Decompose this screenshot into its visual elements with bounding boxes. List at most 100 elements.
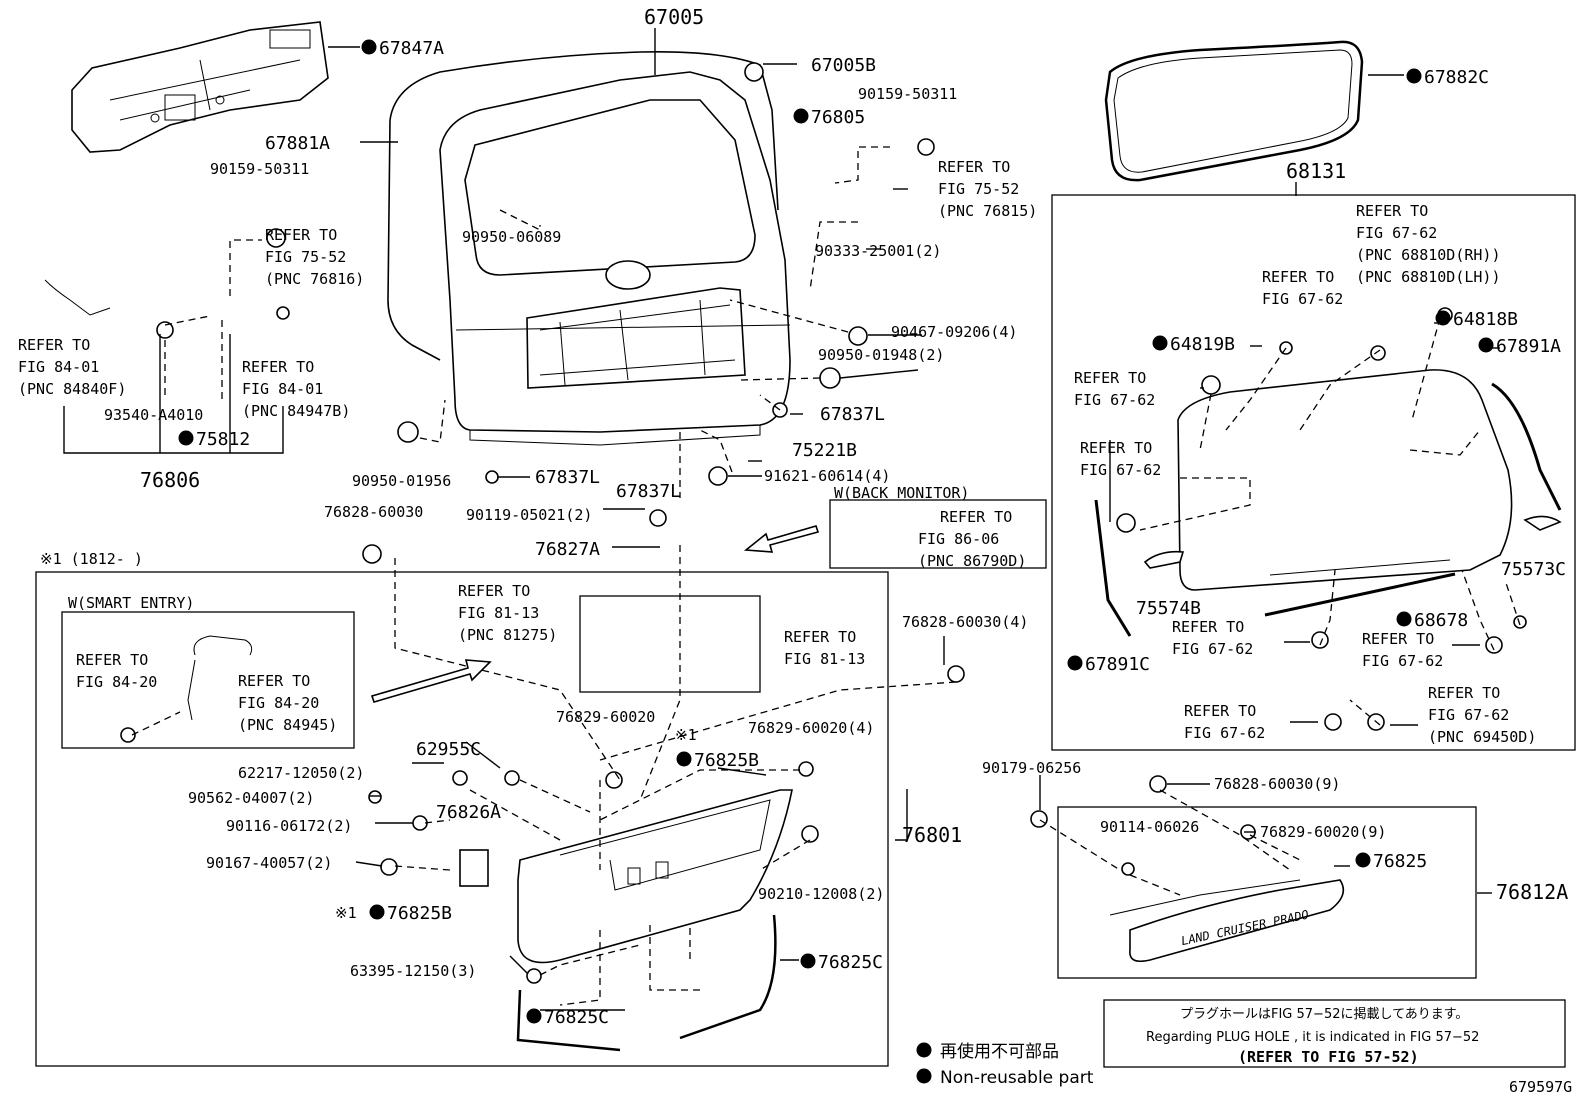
figure-id: 679597G xyxy=(1509,1078,1572,1096)
direction-arrows xyxy=(370,525,820,703)
label-75221B: 75221B xyxy=(792,440,857,461)
svg-text:FIG 67-62: FIG 67-62 xyxy=(1362,652,1443,670)
mark-1-a: ※1 xyxy=(675,726,697,744)
svg-text:FIG 67-62: FIG 67-62 xyxy=(1184,724,1265,742)
label-68131: 68131 xyxy=(1286,159,1346,183)
svg-text:REFER TO: REFER TO xyxy=(265,226,337,244)
svg-text:REFER TO: REFER TO xyxy=(238,672,310,690)
svg-text:REFER TO: REFER TO xyxy=(1428,684,1500,702)
label-91621-60614: 91621-60614(4) xyxy=(764,467,890,485)
svg-text:(PNC 84840F): (PNC 84840F) xyxy=(18,380,126,398)
label-76825C-b: 76825C xyxy=(544,1007,609,1028)
smart-entry-harness xyxy=(187,635,253,721)
back-monitor-title: W(BACK MONITOR) xyxy=(834,484,969,502)
garnish-wire xyxy=(1109,879,1301,916)
refer-note: REFER TO FIG 67-62 xyxy=(1362,630,1443,670)
smart-entry-title: W(SMART ENTRY) xyxy=(68,594,194,612)
svg-text:REFER TO: REFER TO xyxy=(1262,268,1334,286)
label-93540-A4010: 93540-A4010 xyxy=(104,406,203,424)
label-90114-06026: 90114-06026 xyxy=(1100,818,1199,836)
label-90119-05021: 90119-05021(2) xyxy=(466,506,592,524)
luggage-trim-part xyxy=(71,21,329,153)
label-90950-01948: 90950-01948(2) xyxy=(818,346,944,364)
label-90159-50311-b: 90159-50311 xyxy=(210,160,309,178)
svg-text:(PNC 86790D): (PNC 86790D) xyxy=(918,552,1026,570)
nonreusable-dot xyxy=(916,1068,932,1084)
refer-note: REFER TO FIG 75-52 (PNC 76815) xyxy=(938,158,1037,220)
svg-text:(PNC 84945): (PNC 84945) xyxy=(238,716,337,734)
note-line-en: Regarding PLUG HOLE , it is indicated in… xyxy=(1146,1030,1479,1045)
refer-note: REFER TO FIG 84-01 (PNC 84840F) xyxy=(18,336,126,398)
svg-text:REFER TO: REFER TO xyxy=(1184,702,1256,720)
legend-en: Non-reusable part xyxy=(940,1068,1094,1088)
refer-note: REFER TO FIG 67-62 (PNC 68810D(RH)) (PNC… xyxy=(1356,202,1501,286)
label-76829-60020: 76829-60020 xyxy=(556,708,655,726)
label-76826A: 76826A xyxy=(436,802,501,823)
svg-text:FIG 67-62: FIG 67-62 xyxy=(1356,224,1437,242)
svg-text:(PNC 76816): (PNC 76816) xyxy=(265,270,364,288)
part-labels: 67005 67847A 67005B 67882C 90159-50311 7… xyxy=(104,5,1568,1028)
label-76801: 76801 xyxy=(902,823,962,847)
label-67882C: 67882C xyxy=(1424,67,1489,88)
back-monitor-box xyxy=(829,499,1047,569)
door-harness xyxy=(44,279,111,316)
label-90333-25001: 90333-25001(2) xyxy=(815,242,941,260)
part-75573C xyxy=(1523,515,1562,531)
note-1812: ※1 (1812- ) xyxy=(40,550,143,568)
svg-text:(PNC 76815): (PNC 76815) xyxy=(938,202,1037,220)
lamp-detail-box xyxy=(579,595,761,693)
svg-text:REFER TO: REFER TO xyxy=(938,158,1010,176)
svg-text:REFER TO: REFER TO xyxy=(76,651,148,669)
svg-text:FIG 84-20: FIG 84-20 xyxy=(238,694,319,712)
svg-text:FIG 75-52: FIG 75-52 xyxy=(938,180,1019,198)
refer-note: REFER TO FIG 67-62 xyxy=(1184,702,1265,742)
refer-note: REFER TO FIG 84-01 (PNC 84947B) xyxy=(242,358,350,420)
label-90167-40057: 90167-40057(2) xyxy=(206,854,332,872)
label-67837L-b: 67837L xyxy=(535,467,600,488)
nonreusable-dot xyxy=(1152,335,1168,351)
svg-text:FIG 84-01: FIG 84-01 xyxy=(242,380,323,398)
lower-assembly-frame xyxy=(35,571,889,1067)
nonreusable-dot xyxy=(793,108,809,124)
label-76806: 76806 xyxy=(140,468,200,492)
plug-hole-note: プラグホールはFIG 57−52に掲載してあります。 Regarding PLU… xyxy=(1146,1006,1479,1066)
svg-text:FIG 86-06: FIG 86-06 xyxy=(918,530,999,548)
svg-text:REFER TO: REFER TO xyxy=(1356,202,1428,220)
label-67891A: 67891A xyxy=(1496,336,1561,357)
label-90467-09206: 90467-09206(4) xyxy=(891,323,1017,341)
label-75812: 75812 xyxy=(196,429,250,450)
svg-text:(PNC 84947B): (PNC 84947B) xyxy=(242,402,350,420)
svg-text:REFER TO: REFER TO xyxy=(18,336,90,354)
label-64818B: 64818B xyxy=(1453,309,1518,330)
refer-note: REFER TO FIG 84-20 (PNC 84945) xyxy=(238,672,337,734)
refer-notes: REFER TO FIG 75-52 (PNC 76816) REFER TO … xyxy=(18,158,1536,922)
nonreusable-dot xyxy=(1355,852,1371,868)
back-window-glass xyxy=(1177,369,1513,591)
refer-note: REFER TO FIG 86-06 (PNC 86790D) xyxy=(918,508,1026,570)
refer-note: REFER TO FIG 84-20 xyxy=(76,651,157,691)
label-76825B-a: 76825B xyxy=(694,750,759,771)
label-68678: 68678 xyxy=(1414,610,1468,631)
legend: 再使用不可部品 Non-reusable part xyxy=(916,1041,1094,1088)
nonreusable-dot xyxy=(1478,337,1494,353)
refer-note: REFER TO FIG 67-62 xyxy=(1172,618,1253,658)
svg-text:(PNC 69450D): (PNC 69450D) xyxy=(1428,728,1536,746)
label-76829-60020-4: 76829-60020(4) xyxy=(748,719,874,737)
lower-garnish-76801 xyxy=(517,789,793,964)
svg-text:FIG 67-62: FIG 67-62 xyxy=(1074,391,1155,409)
svg-text:FIG 75-52: FIG 75-52 xyxy=(265,248,346,266)
nonreusable-dot xyxy=(361,39,377,55)
bracket-76826A xyxy=(459,849,489,887)
smart-entry-box xyxy=(61,611,355,749)
label-67837L-c: 67837L xyxy=(616,481,681,502)
label-76825B-b: 76825B xyxy=(387,903,452,924)
label-90210-12008: 90210-12008(2) xyxy=(758,885,884,903)
refer-note: REFER TO FIG 67-62 xyxy=(1262,268,1343,308)
nonreusable-dot xyxy=(369,904,385,920)
license-garnish-76812A: LAND CRUISER PRADO xyxy=(1129,879,1345,963)
refer-note: REFER TO FIG 67-62 xyxy=(1074,369,1155,409)
note-line-ref: (REFER TO FIG 57-52) xyxy=(1238,1048,1419,1066)
svg-text:FIG 67-62: FIG 67-62 xyxy=(1080,461,1161,479)
refer-note: REFER TO FIG 75-52 (PNC 76816) xyxy=(265,226,364,288)
